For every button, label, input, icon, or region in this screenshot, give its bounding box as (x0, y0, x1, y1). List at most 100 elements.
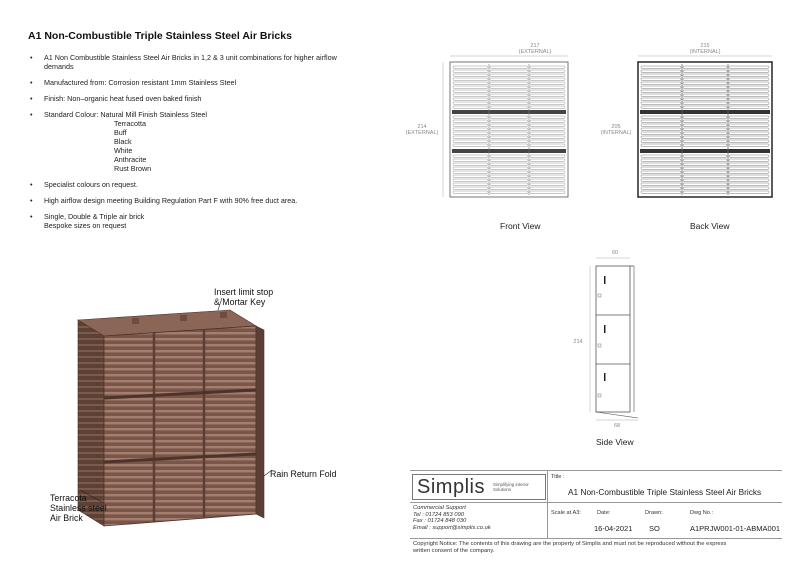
louvre-slat (452, 81, 489, 85)
louvre-slat (529, 178, 566, 182)
louvre-slat (452, 162, 489, 166)
terracota-callout: Terracota Stainless steel Air Brick (50, 493, 107, 523)
louvre-slat (529, 65, 566, 69)
louvre-slat (452, 89, 489, 93)
spec-item: High airflow design meeting Building Reg… (28, 196, 408, 205)
louvre-slat (529, 81, 566, 85)
back-slats (640, 65, 770, 194)
louvre-slat (682, 174, 728, 178)
louvre-slat (728, 174, 770, 178)
louvre-slat (529, 131, 566, 135)
louvre-slat (529, 123, 566, 127)
louvre-slat (529, 89, 566, 93)
back-height-dimension: 205 (INTERNAL) (600, 124, 632, 136)
louvre-slat (640, 162, 682, 166)
louvre-slat (452, 77, 489, 81)
callout-text: Insert limit stop (214, 287, 274, 297)
louvre-slat (682, 131, 728, 135)
louvre-slat (728, 97, 770, 101)
louvre-slat (489, 154, 529, 158)
louvre-slat (452, 154, 489, 158)
colour-option: Anthracite (114, 155, 147, 164)
support-contact: Commercial Support Tel : 01724 853 090 F… (413, 505, 491, 531)
louvre-slat (489, 190, 529, 194)
louvre-slat (529, 77, 566, 81)
louvre-slat (728, 89, 770, 93)
louvre-slat (489, 93, 529, 97)
louvre-slat (682, 166, 728, 170)
louvre-slat (728, 85, 770, 89)
dwg-no-value: A1PRJW001-01-ABMA001 (690, 524, 781, 533)
louvre-slat (489, 119, 529, 123)
louvre-slat (489, 89, 529, 93)
louvre-slat (529, 143, 566, 147)
louvre-slat (640, 77, 682, 81)
louvre-slat (489, 178, 529, 182)
louvre-slat (489, 143, 529, 147)
louvre-slat (452, 131, 489, 135)
louvre-slat (682, 182, 728, 186)
louvre-slat (682, 158, 728, 162)
front-view-label: Front View (500, 221, 541, 231)
louvre-slat (529, 73, 566, 77)
insert-limit-callout: Insert limit stop & Mortar Key (214, 287, 273, 307)
louvre-slat (489, 69, 529, 73)
louvre-slat (489, 73, 529, 77)
louvre-slat (728, 105, 770, 109)
louvre-slat (682, 154, 728, 158)
louvre-slat (529, 97, 566, 101)
louvre-slat (728, 158, 770, 162)
louvre-slat (529, 170, 566, 174)
louvre-slat (452, 190, 489, 194)
side-top-dimension: 60 (611, 250, 619, 256)
louvre-slat (682, 127, 728, 131)
louvre-slat (640, 97, 682, 101)
louvre-slat (728, 119, 770, 123)
louvre-slat (452, 85, 489, 89)
air-brick-3d-illustration (77, 297, 273, 527)
louvre-slat (682, 65, 728, 69)
louvre-slat (489, 158, 529, 162)
louvre-slat (640, 135, 682, 139)
colour-option: Rust Brown (114, 164, 152, 173)
louvre-slat (728, 101, 770, 105)
spec-item: Finish: Non–organic heat fused oven bake… (28, 94, 408, 103)
louvre-slat (640, 119, 682, 123)
louvre-slat (452, 119, 489, 123)
title-block-border (410, 470, 782, 471)
louvre-slat (529, 105, 566, 109)
callout-text: Terracota (50, 493, 87, 503)
louvre-slat (452, 174, 489, 178)
colour-option: Terracotta (114, 119, 146, 128)
louvre-slat (489, 139, 529, 143)
callout-text: & Mortar Key (214, 297, 266, 307)
louvre-slat (529, 101, 566, 105)
simplis-logo: Simplis (417, 476, 485, 498)
louvre-slat (529, 162, 566, 166)
copyright-notice: Copyright Notice: The contents of this d… (413, 541, 727, 554)
louvre-slat (489, 77, 529, 81)
side-bottom-dimension: 68 (613, 423, 621, 429)
louvre-slat (728, 131, 770, 135)
drawn-label: Drawn: (645, 510, 663, 516)
louvre-slat (682, 190, 728, 194)
louvre-slat (728, 115, 770, 119)
louvre-slat (682, 73, 728, 77)
louvre-slat (640, 69, 682, 73)
louvre-slat (728, 143, 770, 147)
callout-text: Stainless steel (50, 503, 107, 513)
title-block-divider (547, 470, 548, 538)
louvre-slat (728, 127, 770, 131)
louvre-slat (489, 135, 529, 139)
louvre-slat (682, 105, 728, 109)
simplis-tagline: Simplifying interior Solutions (493, 482, 529, 492)
louvre-slat (640, 81, 682, 85)
louvre-slat (489, 131, 529, 135)
louvre-slat (452, 73, 489, 77)
spec-item: Standard Colour: Natural Mill Finish Sta… (28, 110, 408, 173)
louvre-slat (682, 81, 728, 85)
drawn-value: SO (649, 524, 660, 533)
louvre-slat (640, 123, 682, 127)
louvre-slat (452, 166, 489, 170)
louvre-slat (682, 85, 728, 89)
